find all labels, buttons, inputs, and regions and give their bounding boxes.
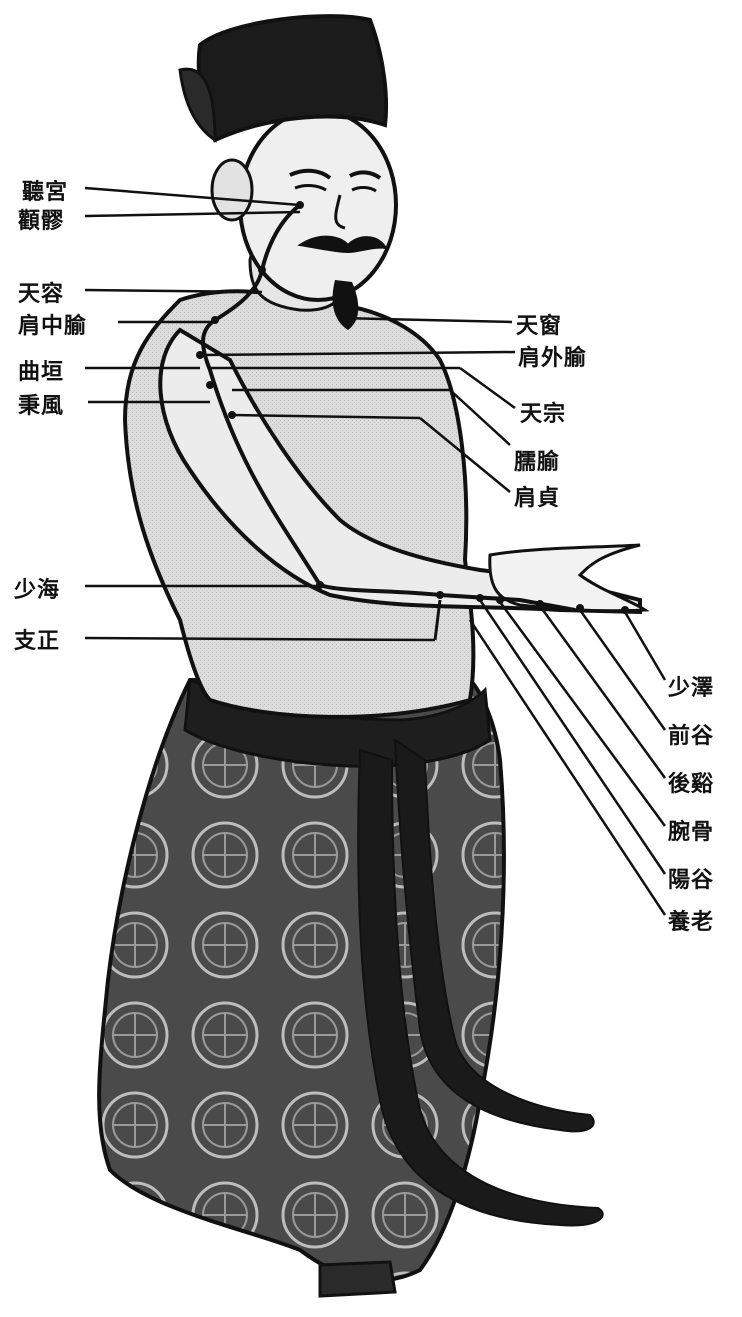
label-bingfeng: 秉風 [18,388,64,420]
label-tianrong: 天容 [18,276,64,308]
label-jianzhongshu: 肩中腧 [18,308,87,340]
label-xiaohai: 少海 [14,572,60,604]
label-tianzong: 天宗 [520,396,566,428]
label-yanglao: 養老 [668,904,714,936]
label-jianwaishu: 肩外腧 [518,340,587,372]
label-jianzhen: 肩貞 [514,480,560,512]
label-qiangu: 前谷 [668,718,714,750]
head [180,16,396,330]
label-houxi: 後谿 [668,766,714,798]
label-yanggu: 陽谷 [668,862,714,894]
robe [99,680,603,1296]
label-zhizheng: 支正 [14,623,60,655]
label-quanliao: 顴髎 [18,203,64,235]
label-naoshu: 臑腧 [514,444,560,476]
label-quyuan: 曲垣 [18,354,64,386]
label-wangu: 腕骨 [668,814,714,846]
label-tianchuang: 天窗 [516,308,562,340]
label-shaoze: 少澤 [668,670,714,702]
label-tinggong: 聽宮 [22,174,68,206]
